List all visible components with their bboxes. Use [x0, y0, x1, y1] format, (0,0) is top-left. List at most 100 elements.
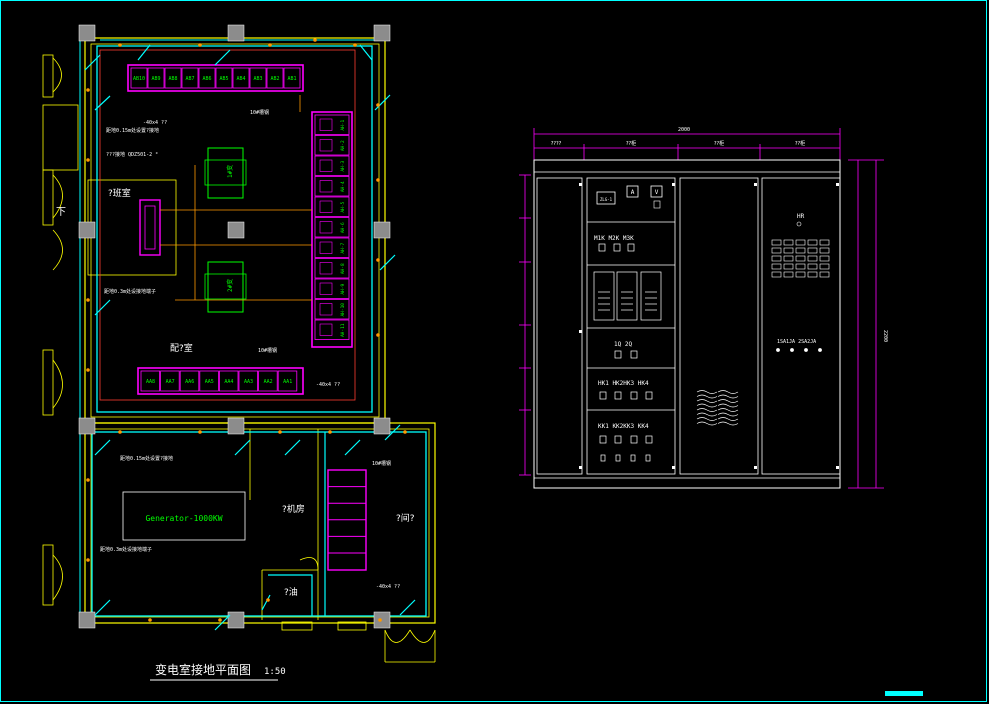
- switch-symbol: [615, 454, 621, 462]
- panel-ah-inner: [319, 282, 333, 295]
- panel-ab: [198, 67, 216, 89]
- panel-ah-inner: [319, 262, 333, 275]
- indicator-lamp: [783, 263, 794, 270]
- panel-aa-label: AA1: [283, 379, 292, 385]
- switch-symbol: [614, 435, 622, 444]
- ground-arrow: [137, 44, 151, 61]
- indicator-lamp: [795, 255, 806, 262]
- panel-ab-label: AB10: [133, 76, 145, 82]
- switch-symbol: [630, 435, 638, 444]
- indicator-lamp: [783, 247, 794, 254]
- switch-symbol: [645, 454, 651, 462]
- panel-aa-label: AA6: [185, 379, 194, 385]
- panel-ah-inner: [319, 323, 333, 336]
- switch-symbol: [613, 243, 621, 252]
- switch-symbol: [645, 391, 653, 400]
- note-3: ???接地 QDZ501-2 °: [106, 151, 158, 158]
- button-dot: [790, 348, 794, 352]
- generator-label: Generator-1000KW: [145, 514, 222, 523]
- row-hk: HK1 HK2HK3 HK4: [598, 380, 649, 387]
- panel-ab-label: AB9: [151, 76, 160, 82]
- panel-aa: [140, 370, 161, 392]
- panel-ah-inner: [319, 118, 333, 131]
- panel-ah-label: AH-5: [340, 202, 346, 213]
- panel-ah: [314, 135, 350, 156]
- ground-point: [198, 430, 202, 434]
- switch-symbol: [598, 243, 606, 252]
- ground-arrow: [399, 599, 416, 616]
- indicator-lamp: [819, 271, 830, 278]
- switch-symbol: [645, 435, 653, 444]
- panel-ah: [314, 114, 350, 135]
- panel-ab: [181, 67, 199, 89]
- ground-point: [118, 430, 122, 434]
- panel-ab-label: AB2: [270, 76, 279, 82]
- panel-ah-inner: [319, 159, 333, 172]
- dim-total: 2000: [678, 127, 690, 133]
- title-main: 变电室接地平面图: [155, 662, 251, 677]
- note-1: -40x4 ??: [143, 120, 167, 126]
- indicator-lamp: [783, 255, 794, 262]
- vent-slot: [717, 399, 739, 403]
- door-label: 下: [56, 207, 66, 218]
- panel-aa: [199, 370, 219, 392]
- vent-slot: [696, 421, 718, 426]
- panel-ah-label: AH-7: [340, 243, 346, 254]
- indicator-lamp: [807, 271, 818, 278]
- panel-ah-label: AH-4: [340, 181, 346, 192]
- button-dot: [818, 348, 822, 352]
- ground-arrow: [384, 424, 401, 441]
- vent-slot: [717, 390, 739, 394]
- drawing-title: 变电室接地平面图 1:50: [150, 662, 286, 681]
- ground-arrow: [374, 94, 391, 111]
- relay-module: [616, 271, 638, 321]
- switchgear-elevation: 2000 ???? ??柜 ??柜 ??柜 2200: [519, 127, 888, 489]
- ground-point: [266, 598, 270, 602]
- panel-ah-label: AH-8: [340, 263, 346, 274]
- note-8: -40x4 ??: [316, 382, 340, 388]
- ground-point: [218, 618, 222, 622]
- indicator-lamp: [795, 263, 806, 270]
- room-label-oil: ?油: [284, 586, 298, 598]
- panel-column-ah: AH-1AH-2AH-3AH-4AH-5AH-6AH-7AH-8AH-9AH-1…: [314, 114, 350, 340]
- row-sa: 1SA1JA 2SA2JA: [777, 339, 816, 345]
- ground-point: [328, 430, 332, 434]
- indicator-lamp: [807, 263, 818, 270]
- ground-point: [278, 430, 282, 434]
- note-4: 距地0.3m处设接地端子: [104, 288, 156, 295]
- relay-module: [593, 271, 615, 321]
- ground-point: [403, 430, 407, 434]
- dim-right: 2200: [882, 330, 888, 342]
- indicator-lamp: [783, 239, 794, 246]
- button-dot: [804, 348, 808, 352]
- col-label-1: ????: [551, 141, 562, 147]
- ground-point: [376, 333, 380, 337]
- switch-symbol: [630, 454, 636, 462]
- room-label-distribution: 配?室: [170, 342, 193, 354]
- row-m: M1K M2K M3K: [594, 235, 634, 242]
- indicator-lamp: [783, 271, 794, 278]
- panel-ah-label: AH-10: [340, 303, 346, 317]
- panel-aa-label: AA7: [166, 379, 175, 385]
- panel-ab: [283, 67, 301, 89]
- ground-point: [376, 103, 380, 107]
- ground-point: [313, 38, 317, 42]
- note-10: 距地0.3m处设接地端子: [100, 546, 152, 553]
- panel-ab-label: AB3: [253, 76, 262, 82]
- panel-ab: [215, 67, 233, 89]
- panel-aa-label: AA4: [224, 379, 233, 385]
- vent-slot: [717, 417, 739, 421]
- row-q: 1Q 2Q: [614, 341, 632, 348]
- vent-slot: [717, 412, 739, 417]
- ground-point: [376, 258, 380, 262]
- panel-ab: [249, 67, 267, 89]
- col-label-4: ??柜: [795, 140, 805, 147]
- room-label-stair: ?间?: [396, 512, 415, 524]
- hr-lamp: [796, 221, 802, 227]
- button-dot: [776, 348, 780, 352]
- vent-slot: [696, 399, 718, 403]
- meter-v: V: [655, 189, 659, 196]
